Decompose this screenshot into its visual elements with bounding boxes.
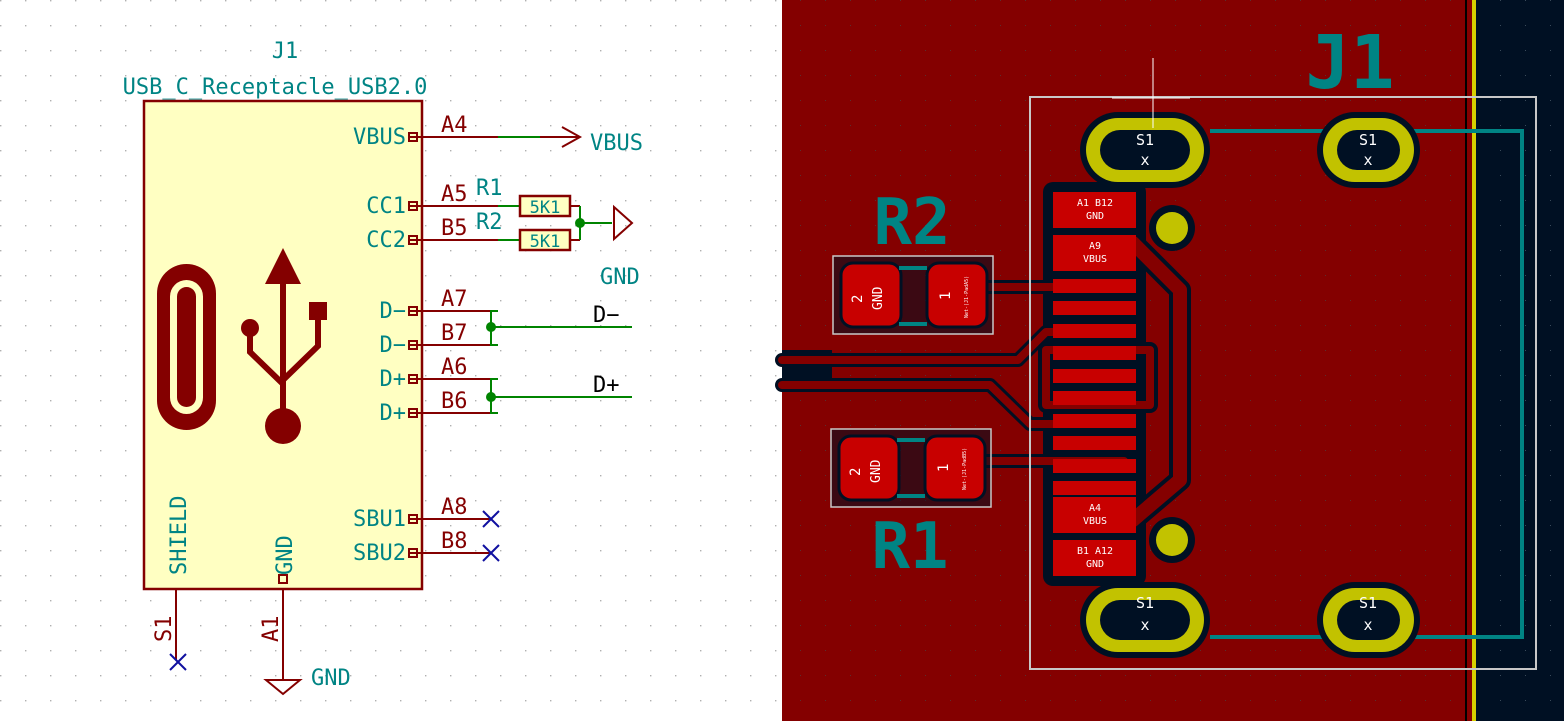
- shield-pad-sub-br: x: [1363, 616, 1372, 634]
- pin-num-b8: B8: [441, 529, 468, 554]
- j1-pin-numbers: A4 A5 B5 A7 B7 A6 B6 A8 B8: [441, 113, 468, 554]
- junction-cc-gnd: [575, 218, 585, 228]
- pin-name-cc2: CC2: [366, 228, 406, 253]
- gnd-power-symbol-cc[interactable]: [613, 204, 634, 242]
- j1-pad-labels: A1 B12 GND A9 VBUS A4 VBUS B1 A12 GND: [1077, 198, 1113, 570]
- usb-base-dot: [265, 408, 301, 444]
- dplus-net-label: D+: [593, 373, 620, 398]
- shield-pad-label-bl: S1: [1136, 594, 1154, 612]
- shield-pad-bottom-left[interactable]: [1080, 582, 1210, 658]
- r2-silk-ref: R2: [873, 186, 950, 260]
- pad-a4-net: VBUS: [1083, 516, 1107, 527]
- r1-pad1-net: Net-(J1-PadB5): [962, 448, 968, 490]
- pin-num-s1: S1: [152, 616, 177, 643]
- pin-name-dminus-b: D−: [380, 333, 407, 358]
- pcb-pane[interactable]: A1 B12 GND A9 VBUS A4 VBUS B1 A12 GND: [775, 0, 1564, 721]
- junction-dminus: [486, 322, 496, 332]
- j1-smd-pads[interactable]: [1053, 192, 1136, 576]
- pad-a4-name: A4: [1089, 503, 1101, 514]
- gnd-cc-label: GND: [600, 265, 640, 290]
- pin-num-a7: A7: [441, 287, 468, 312]
- shield-pad-top-left[interactable]: [1080, 112, 1210, 188]
- no-connect-flags[interactable]: [169, 510, 500, 671]
- r1-value-label: 5K1: [530, 198, 561, 218]
- pin-num-b6: B6: [441, 389, 468, 414]
- r2-footprint[interactable]: [832, 255, 994, 335]
- shield-pad-sub-bl: x: [1140, 616, 1149, 634]
- pad-a1b12-net: GND: [1086, 211, 1104, 222]
- shield-pad-bottom-right[interactable]: [1317, 582, 1420, 658]
- r1-footprint[interactable]: [830, 428, 992, 508]
- j1-courtyard: [1029, 96, 1537, 670]
- pad-a9-name: A9: [1089, 241, 1101, 252]
- pin-name-vbus: VBUS: [353, 125, 406, 150]
- pin-name-sbu1: SBU1: [353, 507, 406, 532]
- shield-pad-label-tr: S1: [1359, 131, 1377, 149]
- j1-value-label: USB_C_Receptacle_USB2.0: [123, 75, 428, 100]
- cursor-crosshair-icon: [1112, 58, 1190, 128]
- r1-symbol[interactable]: [498, 194, 580, 218]
- pad-a1b12-name: A1 B12: [1077, 198, 1113, 209]
- pad-b1a12-name: B1 A12: [1077, 546, 1113, 557]
- pin-name-cc1: CC1: [366, 194, 406, 219]
- junction-dplus: [486, 392, 496, 402]
- r2-pad2-net: GND: [871, 286, 886, 310]
- vbus-net-label: VBUS: [590, 131, 643, 156]
- pin-num-a8: A8: [441, 495, 468, 520]
- r1-pad1-number: 1: [936, 464, 952, 472]
- pin-name-shield: SHIELD: [167, 496, 192, 575]
- usb-arrow-head: [265, 248, 301, 284]
- pin-num-a5: A5: [441, 182, 468, 207]
- pin-name-gnd: GND: [273, 535, 298, 575]
- pin-num-a6: A6: [441, 355, 468, 380]
- shield-pad-sub-tl: x: [1140, 151, 1149, 169]
- r2-pad1-net: Net-(J1-PadA5): [964, 276, 970, 318]
- r2-symbol[interactable]: [498, 228, 580, 252]
- pin-num-a4: A4: [441, 113, 468, 138]
- pin-name-dminus-a: D−: [380, 299, 407, 324]
- pin-name-sbu2: SBU2: [353, 541, 406, 566]
- r2-pad1-number: 1: [938, 292, 954, 300]
- pin-num-b5: B5: [441, 216, 468, 241]
- shield-pad-top-right[interactable]: [1317, 112, 1420, 188]
- pin-num-a1: A1: [259, 616, 284, 643]
- j1-silk-ref: J1: [1305, 20, 1394, 106]
- shield-pad-labels: S1 x S1 x S1 x S1 x: [1136, 131, 1377, 634]
- j1-pins[interactable]: [408, 132, 498, 558]
- schematic-pane[interactable]: J1 USB_C_Receptacle_USB2.0: [0, 0, 782, 721]
- shield-pad-label-tl: S1: [1136, 131, 1154, 149]
- r2-pad2-number: 2: [850, 295, 866, 303]
- r2-ref-label: R2: [476, 210, 503, 235]
- usb-c-receptacle-graphic: [157, 264, 216, 430]
- pin-name-dplus-a: D+: [380, 367, 407, 392]
- pin-name-dplus-b: D+: [380, 401, 407, 426]
- r1-ref-label: R1: [476, 176, 503, 201]
- shield-pad-sub-tr: x: [1363, 151, 1372, 169]
- shield-outline-lines: [1210, 129, 1524, 639]
- gnd-power-symbol-bottom[interactable]: [263, 679, 303, 696]
- usb-left-dot: [241, 319, 259, 337]
- pad-a9-net: VBUS: [1083, 254, 1107, 265]
- r1-pad2-net: GND: [869, 459, 884, 483]
- r2-value-label: 5K1: [530, 232, 561, 252]
- j1-ref-label: J1: [272, 39, 299, 64]
- pin-num-b7: B7: [441, 321, 468, 346]
- dminus-net-label: D−: [593, 303, 620, 328]
- j1-bottom-pins[interactable]: [175, 574, 288, 680]
- gnd-bottom-label: GND: [311, 666, 351, 691]
- r1-silk-ref: R1: [871, 510, 948, 584]
- shield-pad-label-br: S1: [1359, 594, 1377, 612]
- usb-right-square: [309, 302, 327, 320]
- r1-pad2-number: 2: [848, 468, 864, 476]
- pad-b1a12-net: GND: [1086, 559, 1104, 570]
- j1-pin-names: VBUS CC1 CC2 D− D− D+ D+ SBU1 SBU2: [353, 125, 406, 566]
